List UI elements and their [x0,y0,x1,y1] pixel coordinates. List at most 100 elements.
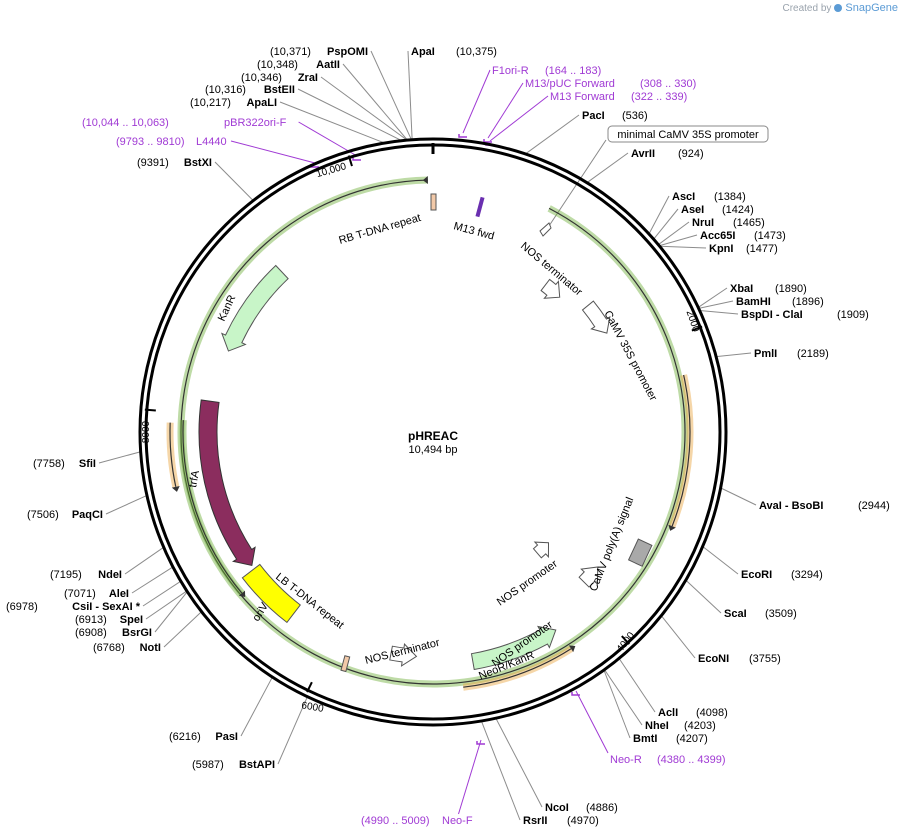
site-position-alei: (7071) [64,588,96,600]
site-spei[interactable]: SpeI [120,614,143,626]
feature-label-minimal-camv-35s-promoter[interactable]: minimal CaMV 35S promoter [617,129,759,141]
site-bmti[interactable]: BmtI [633,733,657,745]
feature-label-camv-35s-promoter[interactable]: CaMV 35S promoter [601,309,659,403]
site-nhei[interactable]: NheI [645,720,669,732]
oriv-block[interactable] [241,563,302,624]
site-position-zrai: (10,346) [241,72,282,84]
site-position-bsrgi: (6908) [75,627,107,639]
site-bsteii[interactable]: BstEII [264,84,295,96]
site-position-ecori: (3294) [791,569,823,581]
site-sfii[interactable]: SfiI [79,458,96,470]
kanr-arrow[interactable] [220,264,289,352]
site-position-bstxi: (9391) [137,157,169,169]
site-acli[interactable]: AclI [658,707,678,719]
site-leader-line [698,300,734,309]
site-alei[interactable]: AleI [109,588,129,600]
site-bamhi[interactable]: BamHI [736,296,771,308]
primer-neo-f[interactable]: Neo-F [442,815,473,827]
site-leader-line [145,590,188,620]
site-econi[interactable]: EcoNI [698,653,729,665]
neor-kanr-arrow[interactable] [470,625,557,671]
site-acc65i[interactable]: Acc65I [700,230,735,242]
orf-arc-bottom[interactable] [463,648,572,688]
primer-range-m13-forward: (322 .. 339) [631,91,687,103]
primer-l4440[interactable]: L4440 [196,136,227,148]
orf-arc-top[interactable] [180,179,686,685]
arrow-head [568,645,576,653]
nos-terminator-arrow-bottom[interactable] [389,643,418,667]
tick-mark [144,408,156,412]
feature-label-m13-fwd[interactable]: M13 fwd [452,220,495,242]
lb-tdna-repeat-box[interactable] [340,655,351,673]
site-bsrgi[interactable]: BsrGI [122,627,152,639]
plasmid-length: 10,494 bp [409,444,458,456]
camv-35s-promoter-arrow[interactable] [581,300,611,334]
site-leader-line [603,669,631,739]
site-zrai[interactable]: ZraI [298,72,318,84]
primer-leader-line [230,140,316,164]
minimal-camv-35s-arrow[interactable] [539,222,552,237]
site-pmli[interactable]: PmlI [754,348,777,360]
primer-m13-puc-forward[interactable]: M13/pUC Forward [525,78,615,90]
site-paci[interactable]: PacI [582,110,605,122]
site-position-paci: (536) [622,110,648,122]
orf-arc-left[interactable] [182,420,243,594]
orf-arc-right[interactable] [671,374,691,527]
site-bspdi-clai[interactable]: BspDI - ClaI [741,309,803,321]
nos-promoter-arrow-outer[interactable] [578,566,599,588]
site-ndei[interactable]: NdeI [98,569,122,581]
site-apali[interactable]: ApaLI [246,97,277,109]
feature-label-rb-t-dna-repeat[interactable]: RB T-DNA repeat [338,212,423,247]
site-csii-sexai[interactable]: CsiI - SexAI * [72,601,141,613]
tick-mark [347,155,353,167]
camv-polya-box[interactable] [627,538,653,567]
site-aatii[interactable]: AatII [316,59,340,71]
primer-leader-line [487,82,524,139]
feature-label-nos-promoter[interactable]: NOS promoter [495,558,560,609]
site-position-pspomi: (10,371) [270,46,311,58]
orf-arc-left-small[interactable] [169,422,177,487]
rb-tdna-repeat-box[interactable] [430,193,437,211]
nos-promoter-arrow-inner[interactable] [532,541,550,559]
site-noti[interactable]: NotI [140,642,161,654]
site-position-ncoi: (4886) [586,802,618,814]
site-paqci[interactable]: PaqCI [72,509,103,521]
site-kpni[interactable]: KpnI [709,243,733,255]
site-rsrii[interactable]: RsrII [523,815,547,827]
site-asei[interactable]: AseI [681,204,704,216]
site-position-avrii: (924) [678,148,704,160]
site-leader-line [702,546,739,575]
primer-range-neo-f: (4990 .. 5009) [361,815,430,827]
site-bstxi[interactable]: BstXI [184,157,212,169]
primer-pbr322ori-f[interactable]: pBR322ori-F [224,117,287,129]
m13-fwd-box[interactable] [475,196,485,218]
site-apai[interactable]: ApaI [411,46,435,58]
site-ecori[interactable]: EcoRI [741,569,772,581]
site-leader-line [163,611,202,648]
primer-m13-forward[interactable]: M13 Forward [550,91,615,103]
site-pasi[interactable]: PasI [215,731,238,743]
tick-label: 6000 [301,700,325,715]
site-asci[interactable]: AscI [672,191,695,203]
primer-neo-r[interactable]: Neo-R [610,754,642,766]
trfa-arrow[interactable] [198,399,256,567]
site-xbai[interactable]: XbaI [730,283,753,295]
site-leader-line [659,245,707,249]
site-pspomi[interactable]: PspOMI [327,46,368,58]
site-nrui[interactable]: NruI [692,217,714,229]
feature-label-trfa[interactable]: trfA [187,469,202,489]
primer-f1ori-r[interactable]: F1ori-R [492,65,529,77]
site-leader-line [297,88,403,142]
site-ncoi[interactable]: NcoI [545,802,569,814]
feature-label-camv-poly-a-signal[interactable]: CaMV poly(A) signal [588,496,637,593]
site-scai[interactable]: ScaI [724,608,747,620]
site-position-asci: (1384) [714,191,746,203]
site-bstapi[interactable]: BstAPI [239,759,275,771]
site-position-nhei: (4203) [684,720,716,732]
nos-terminator-arrow[interactable] [540,278,561,299]
site-avrii[interactable]: AvrII [631,148,655,160]
site-position-bamhi: (1896) [792,296,824,308]
site-avai-bsobi[interactable]: AvaI - BsoBI [759,500,823,512]
plasmid-center-label: pHREAC 10,494 bp [408,429,458,456]
